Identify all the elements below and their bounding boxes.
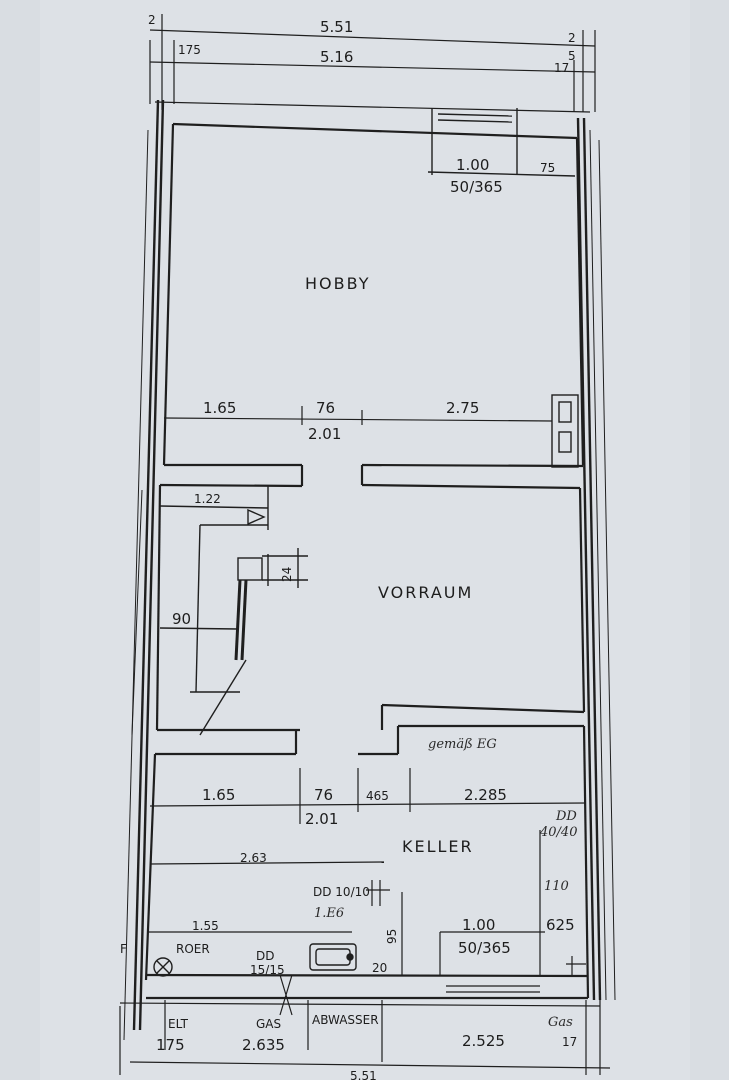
keller-depth: 95 [385,929,399,944]
bottom-dimension-lines [119,1000,611,1075]
bottom-elt: ELT [168,1017,189,1031]
dim-inner-width: 5.16 [320,48,353,66]
keller-dim-right: 2.285 [464,786,507,804]
keller-dim-left3: 1.55 [192,919,219,933]
hobby-window-height: 50/365 [450,178,503,196]
dim-right-wall: 17 [554,61,569,75]
valve-symbol [153,957,173,977]
hand-40: 40/40 [539,825,577,840]
dim-left-small: 2 [148,13,156,27]
hand-dd: DD [555,809,577,824]
outer-walls [132,99,602,1031]
wall-outlets [551,394,579,468]
bottom-total: 5.51 [350,1069,377,1080]
keller-interior-lines [148,768,587,1016]
hobby-dim-door-height: 2.01 [308,425,341,443]
hobby-dim-left: 1.65 [203,399,236,417]
room-label-hobby: HOBBY [305,274,370,293]
keller-fenster-prefix: F [120,942,127,956]
note-handwritten: gemäß EG [428,737,497,752]
bottom-mid: 2.635 [242,1036,285,1054]
bottom-abwasser: ABWASSER [312,1013,379,1027]
dim-right-sup: 5 [568,49,576,63]
hobby-window-side: 75 [540,161,555,175]
stair-step: 24 [280,567,294,582]
bottom-left-wall: 175 [156,1036,185,1054]
dim-outer-width: 5.51 [320,18,353,36]
keller-dd-top: DD 10/10 [313,885,370,899]
bottom-right: 2.525 [462,1032,505,1050]
keller-dd: DD [256,949,274,963]
dim-right-small: 2 [568,31,576,45]
hobby-room-walls [159,122,585,490]
hobby-dimension-line [163,406,553,425]
keller-dim-door: 76 [314,786,333,804]
bottom-gas-hand: Gas [548,1015,573,1030]
hobby-dim-right: 2.75 [446,399,479,417]
stair-width: 1.22 [194,492,221,506]
keller-dd-size: 15/15 [250,963,285,977]
keller-side-right: 625 [546,916,575,934]
keller-small20: 20 [372,961,387,975]
keller-window-height: 50/365 [458,939,511,957]
bottom-gas: GAS [256,1017,281,1031]
keller-walls [144,724,590,1000]
hobby-window-width: 1.00 [456,156,489,174]
outer-wall-hatch [123,129,616,1041]
vorraum-walls [155,484,586,732]
hobby-dim-door: 76 [316,399,335,417]
room-label-vorraum: VORRAUM [378,583,473,602]
hand-110: 110 [544,879,569,894]
keller-dim-mid: 465 [366,789,389,803]
keller-roer: ROER [176,942,210,956]
hobby-window [427,108,576,177]
sink-fixture [309,943,357,971]
keller-dim-row2: 2.63 [240,851,267,865]
dim-left-wall: 175 [178,43,201,57]
bottom-right-wall: 17 [562,1035,577,1049]
keller-dim-door-height: 2.01 [305,810,338,828]
keller-window-width: 1.00 [462,916,495,934]
keller-dim-left: 1.65 [202,786,235,804]
stair-depth: 90 [172,610,191,628]
stair [159,486,308,736]
room-label-keller: KELLER [402,837,474,856]
keller-ef: 1.E6 [314,906,344,921]
